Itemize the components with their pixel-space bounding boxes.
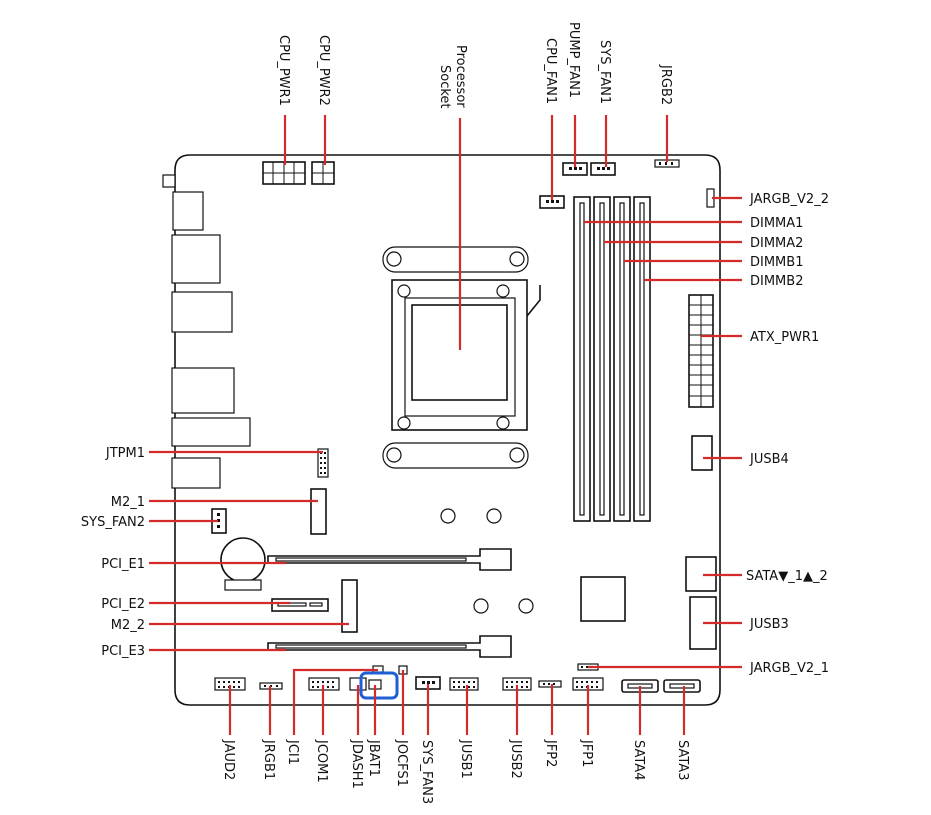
cpu-pwr1-connector — [262, 161, 306, 185]
label-dimma2: DIMMA2 — [750, 236, 803, 251]
label-dimma1: DIMMA1 — [750, 216, 803, 231]
chipset — [580, 576, 626, 622]
mounting-holes — [440, 508, 534, 614]
label-cpu-pwr1: CPU_PWR1 — [276, 35, 291, 106]
label-pci-e1: PCI_E1 — [101, 557, 145, 572]
m2-1-slot — [310, 488, 327, 535]
cmos-battery — [220, 537, 266, 591]
label-sata-1-2: SATA▼_1▲_2 — [746, 569, 828, 584]
label-jargb-v2-2: JARGB_V2_2 — [749, 192, 829, 207]
label-m2-2: M2_2 — [111, 618, 145, 633]
label-dimmb1: DIMMB1 — [750, 255, 803, 270]
label-sys-fan1: SYS_FAN1 — [597, 40, 612, 104]
label-pci-e2: PCI_E2 — [101, 597, 145, 612]
label-jfp2: JFP2 — [543, 739, 558, 767]
dimm-slots — [573, 196, 651, 522]
label-cpu-pwr2: CPU_PWR2 — [316, 35, 331, 106]
label-jtpm1: JTPM1 — [105, 446, 145, 461]
jtpm1-header — [317, 448, 329, 478]
label-cpu-fan1: CPU_FAN1 — [543, 38, 558, 104]
jbat1-highlight — [359, 671, 399, 700]
label-jaud2: JAUD2 — [221, 739, 236, 780]
label-m2-1: M2_1 — [111, 495, 145, 510]
label-processor-socket-1: Processor — [453, 45, 468, 108]
cpu-pwr2-connector — [311, 161, 335, 185]
cpu-fan1-header — [539, 195, 565, 209]
jusb1-header — [449, 677, 479, 691]
label-jci1: JCI1 — [285, 739, 300, 765]
label-jusb4: JUSB4 — [749, 452, 789, 467]
leader-lines — [149, 115, 742, 735]
label-jrgb1: JRGB1 — [261, 739, 276, 780]
pci-e2-slot — [271, 598, 329, 612]
label-jocfs1: JOCFS1 — [394, 739, 409, 787]
label-jusb3: JUSB3 — [749, 617, 789, 632]
label-sys-fan3: SYS_FAN3 — [419, 740, 434, 804]
m2-2-slot — [341, 579, 358, 633]
sys-fan1-header — [590, 162, 616, 176]
label-jcom1: JCOM1 — [314, 739, 329, 783]
label-jusb2: JUSB2 — [508, 739, 523, 779]
label-jfp1: JFP1 — [579, 739, 594, 767]
label-jrgb2: JRGB2 — [658, 64, 673, 105]
processor-socket — [382, 246, 541, 469]
label-sata4: SATA4 — [631, 740, 646, 780]
rear-io — [162, 174, 251, 489]
label-pump-fan1: PUMP_FAN1 — [566, 22, 581, 98]
label-sys-fan2: SYS_FAN2 — [81, 515, 145, 530]
label-jdash1: JDASH1 — [349, 739, 364, 789]
label-pci-e3: PCI_E3 — [101, 644, 145, 659]
pump-fan1-header — [562, 162, 588, 176]
label-jbat1: JBAT1 — [366, 739, 381, 777]
label-atx-pwr1: ATX_PWR1 — [750, 330, 819, 345]
pci-e3-slot — [267, 635, 512, 658]
label-jargb-v2-1: JARGB_V2_1 — [749, 661, 829, 676]
label-sata3: SATA3 — [675, 740, 690, 780]
jusb4-connector — [691, 435, 713, 471]
pci-e1-slot — [267, 548, 512, 571]
label-dimmb2: DIMMB2 — [750, 274, 803, 289]
label-processor-socket-2: Socket — [437, 65, 452, 109]
atx-pwr1-connector — [688, 294, 714, 408]
label-jusb1: JUSB1 — [458, 739, 473, 779]
